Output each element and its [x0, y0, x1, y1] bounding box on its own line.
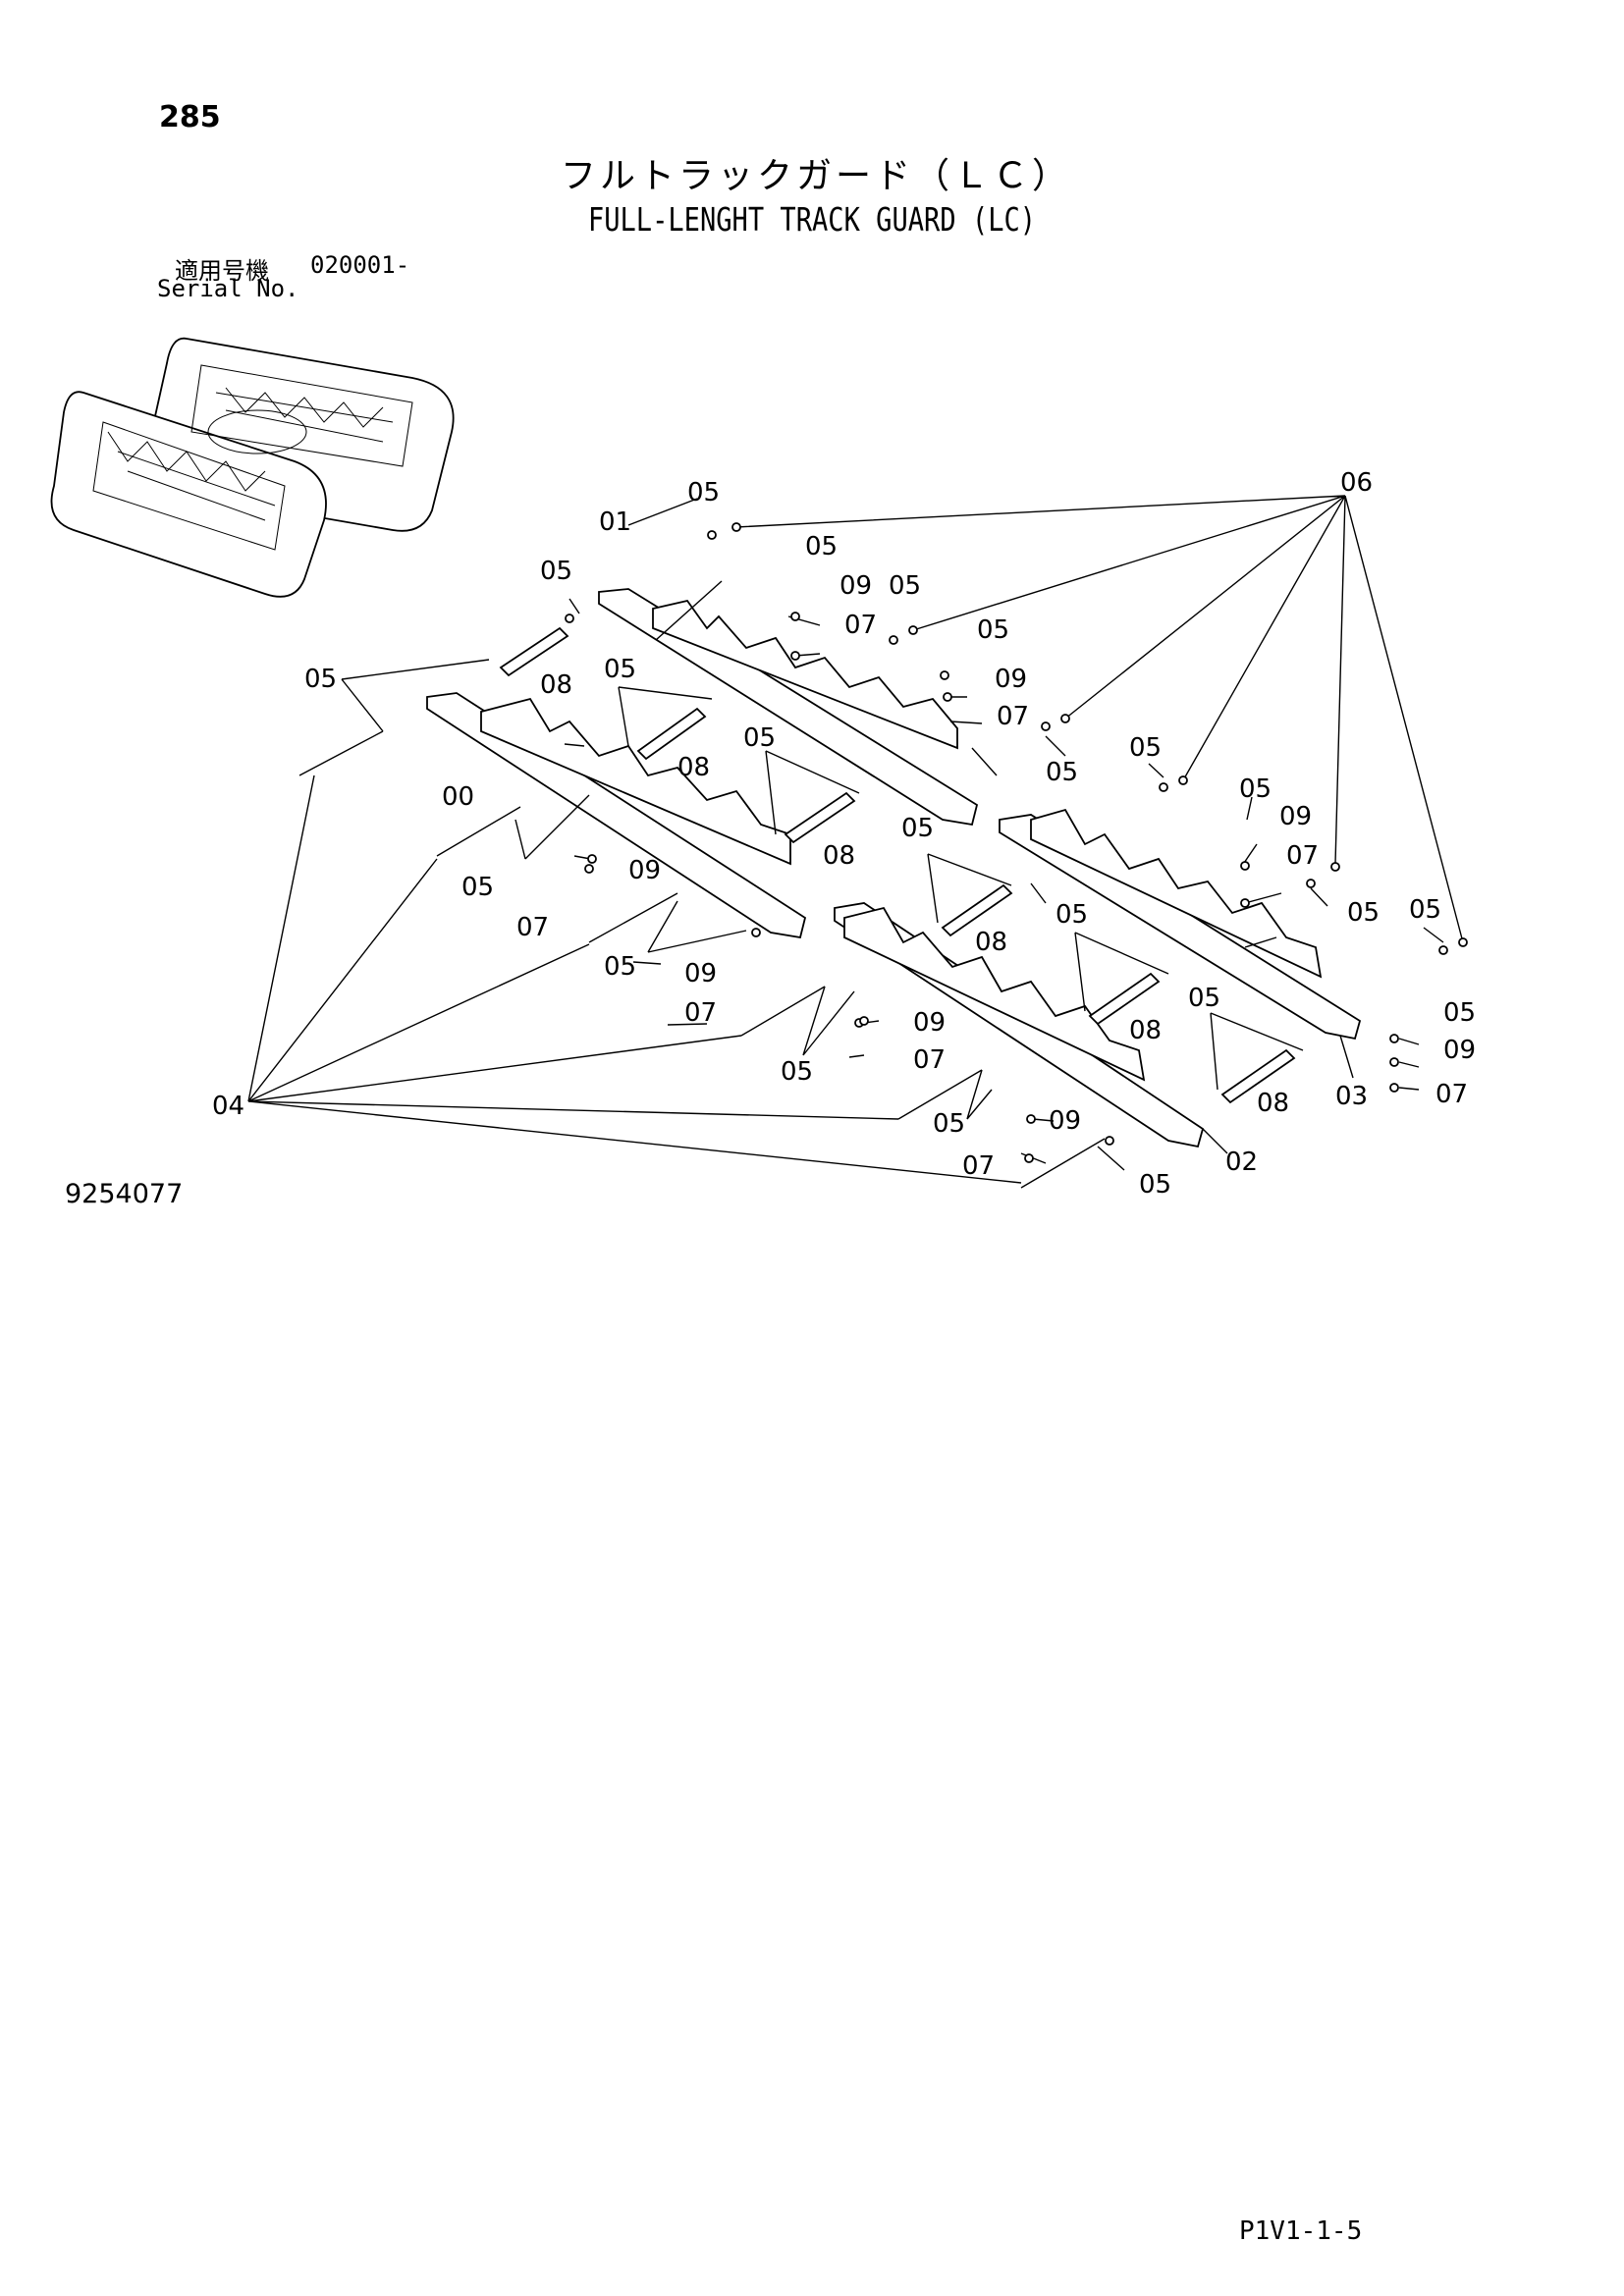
callout-label: 09 [913, 1008, 946, 1038]
callout-label: 08 [540, 670, 572, 700]
callout-label: 05 [1239, 774, 1272, 804]
callout-label: 05 [901, 814, 934, 843]
callout-label: 00 [442, 782, 474, 812]
hardware-marks [565, 522, 1468, 1163]
callout-label: 07 [997, 702, 1029, 731]
callout-label: 07 [913, 1045, 946, 1075]
title-japanese: フルトラックガード（ＬＣ） [560, 156, 1071, 196]
bolts-04 [298, 730, 1106, 1189]
callout-label: 05 [1139, 1170, 1171, 1200]
callout-label: 08 [1129, 1016, 1162, 1045]
callout-label: 05 [1056, 900, 1088, 930]
callout-label: 07 [1286, 841, 1319, 871]
callout-label: 05 [889, 571, 921, 601]
callout-label: 07 [962, 1151, 995, 1181]
undercarriage-locator-sketch [50, 337, 455, 598]
title-english: FULL-LENGHT TRACK GUARD (LC) [587, 200, 1037, 239]
callout-label: 05 [977, 615, 1009, 645]
guard-02 [834, 902, 1205, 1148]
callout-label: 05 [743, 723, 776, 753]
callout-label: 09 [839, 571, 872, 601]
callout-label: 09 [1049, 1106, 1081, 1136]
leader-lines [247, 495, 1464, 1184]
serial-label-japanese: 適用号機 [175, 257, 269, 285]
callout-label: 05 [933, 1109, 965, 1139]
callout-label: 08 [677, 753, 710, 782]
callout-label: 05 [805, 532, 838, 561]
guard-00 [426, 692, 807, 939]
callout-label: 08 [975, 928, 1007, 957]
callout-label: 07 [1435, 1080, 1468, 1109]
callout-label: 04 [212, 1092, 244, 1121]
callout-label: 05 [604, 952, 636, 982]
callout-label: 05 [461, 873, 494, 902]
callout-label: 09 [1443, 1036, 1476, 1065]
serial-label-english: Serial No. [157, 275, 299, 302]
callout-label: 05 [1188, 984, 1220, 1013]
guard-03 [999, 808, 1362, 1041]
guard-01 [598, 588, 979, 827]
callout-label: 05 [1443, 998, 1476, 1028]
callout-label: 09 [628, 856, 661, 885]
callout-labels: 05 06 01 05 05 09 05 07 05 08 05 05 09 0… [212, 468, 1476, 1200]
callout-label: 01 [599, 507, 631, 537]
callout-label: 05 [540, 557, 572, 586]
callout-label: 09 [1279, 802, 1312, 831]
callout-label: 07 [684, 998, 717, 1028]
callout-label: 05 [1046, 758, 1078, 787]
callout-label: 06 [1340, 468, 1373, 498]
figure-number: 9254077 [65, 1179, 184, 1209]
callout-label: 08 [1257, 1089, 1289, 1118]
page-code: P1V1-1-5 [1239, 2216, 1363, 2246]
callout-label: 05 [687, 478, 720, 507]
parts-diagram: 05 06 01 05 05 09 05 07 05 08 05 05 09 0… [50, 337, 1476, 1200]
serial-value: 020001- [310, 251, 410, 279]
pins-08 [499, 626, 1296, 1104]
callout-label: 05 [1129, 733, 1162, 763]
callout-label: 05 [781, 1057, 813, 1087]
callout-label: 09 [684, 959, 717, 988]
callout-label: 02 [1225, 1148, 1258, 1177]
page-number: 285 [159, 100, 221, 134]
callout-label: 05 [604, 655, 636, 684]
callout-label: 08 [823, 841, 855, 871]
callout-label: 05 [1347, 898, 1380, 928]
callout-label: 07 [516, 913, 549, 942]
callout-label: 09 [995, 665, 1027, 694]
callout-label: 07 [844, 611, 877, 640]
callout-label: 05 [1409, 895, 1441, 925]
callout-label: 05 [304, 665, 337, 694]
callout-label: 03 [1335, 1082, 1368, 1111]
